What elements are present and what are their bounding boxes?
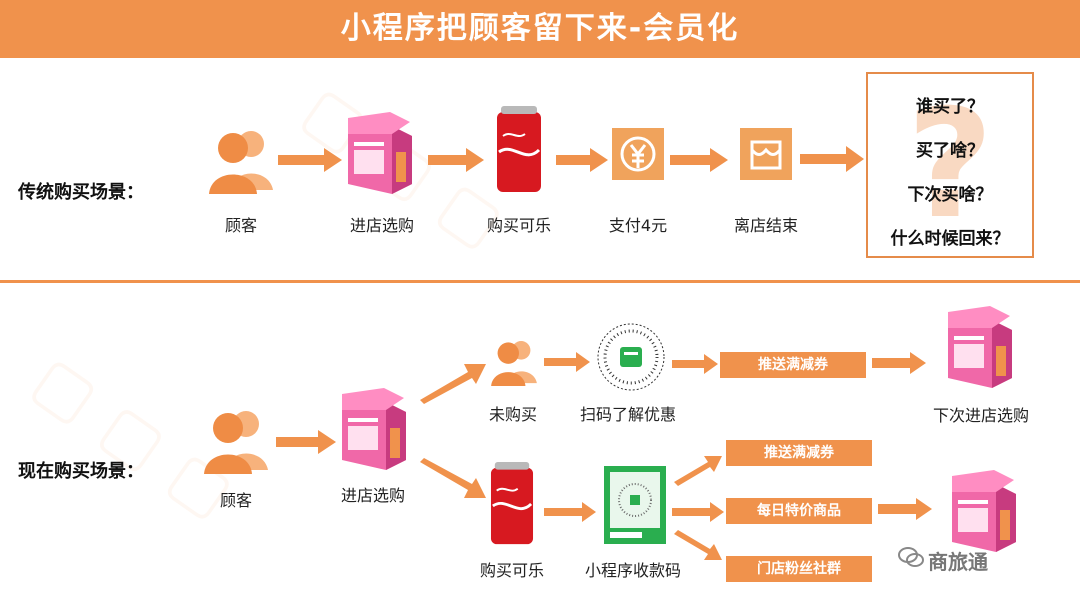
flow-arrow <box>800 146 864 172</box>
flow-arrow <box>544 502 596 522</box>
flow-arrow-down <box>674 530 722 560</box>
yuan-coin-icon <box>612 128 664 180</box>
question: 下次买啥？ <box>907 185 993 205</box>
page-title: 小程序把顾客留下来-会员化 <box>340 11 740 46</box>
shop-exit-icon <box>740 128 792 180</box>
shop-icon <box>348 112 412 194</box>
shop-icon <box>952 470 1016 552</box>
push-coupon-badge: 推送满减券 <box>726 440 872 466</box>
shop-icon <box>948 306 1012 388</box>
shop-icon <box>342 388 406 470</box>
flow-arrow <box>556 148 608 172</box>
step-label: 顾客 <box>219 491 253 510</box>
step-label: 下次进店选购 <box>932 406 1030 425</box>
step-label: 小程序收款码 <box>584 561 682 580</box>
step-label: 进店选购 <box>340 486 406 505</box>
flow-arrow <box>278 148 342 172</box>
cola-can-icon <box>497 106 541 192</box>
question: 买了啥？ <box>916 141 984 161</box>
step-label: 购买可乐 <box>479 561 545 580</box>
qr-code-icon <box>597 323 665 391</box>
step-label: 购买可乐 <box>486 216 552 235</box>
flow-arrow <box>428 148 484 172</box>
flow-arrow <box>672 502 724 522</box>
flow-arrow-up <box>674 456 722 486</box>
cola-can-icon <box>490 462 534 545</box>
flow-arrow-up <box>420 364 486 404</box>
current-scene-label: 现在购买场景： <box>18 461 144 482</box>
step-label: 扫码了解优惠 <box>579 405 677 424</box>
question: 什么时候回来？ <box>890 229 1010 249</box>
user-group-icon <box>491 341 537 386</box>
question-box: ? 谁买了？ 买了啥？ 下次买啥？ 什么时候回来？ <box>866 72 1034 258</box>
flow-arrow <box>878 498 932 520</box>
fan-community-badge: 门店粉丝社群 <box>726 556 872 582</box>
user-group-icon <box>209 131 273 194</box>
push-coupon-badge: 推送满减券 <box>720 352 866 378</box>
section-divider <box>0 280 1080 283</box>
traditional-scene-label: 传统购买场景： <box>18 182 144 203</box>
brand-watermark: 商旅通 <box>928 550 988 574</box>
title-bar <box>0 0 1080 58</box>
question-mark-icon: ? <box>906 78 994 252</box>
daily-special-badge: 每日特价商品 <box>726 498 872 524</box>
step-label: 进店选购 <box>349 216 415 235</box>
flow-arrow-down <box>420 458 486 498</box>
user-group-icon <box>204 411 268 474</box>
flow-arrow <box>672 354 718 374</box>
step-label: 未购买 <box>488 405 538 424</box>
flow-arrow <box>872 352 926 374</box>
flow-arrow <box>276 430 336 454</box>
wechat-pay-code-icon <box>604 466 666 544</box>
step-label: 离店结束 <box>733 216 799 235</box>
flow-arrow <box>670 148 728 172</box>
step-label: 支付4元 <box>608 216 668 235</box>
flow-arrow <box>544 352 590 372</box>
step-label: 顾客 <box>224 216 258 235</box>
wechat-icon <box>898 547 924 567</box>
question: 谁买了？ <box>916 97 984 117</box>
